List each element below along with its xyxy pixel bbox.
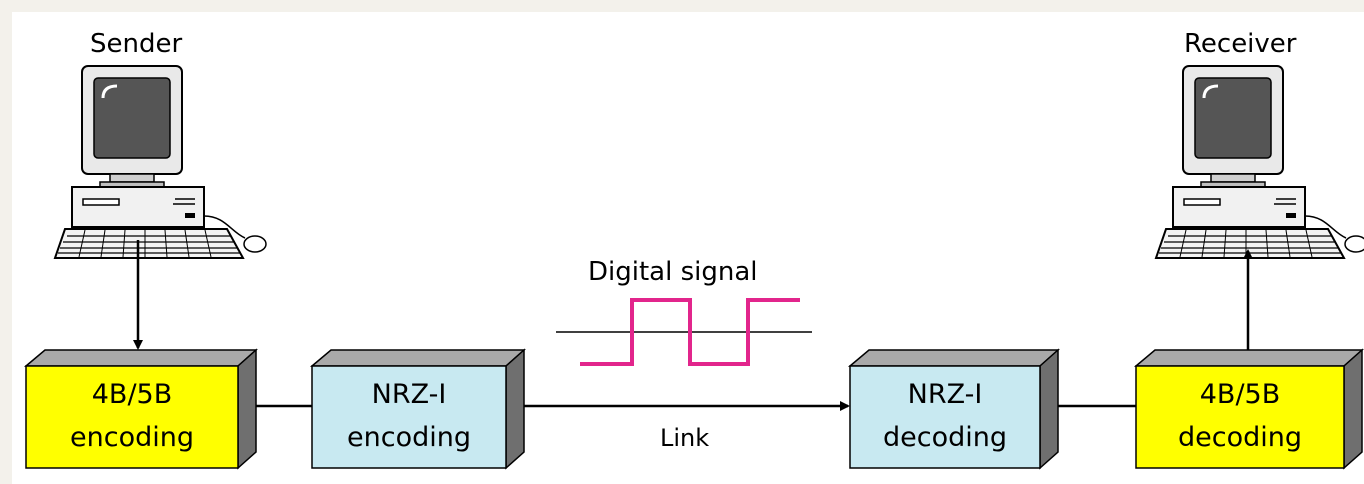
block-receiver-nrzi-line2: decoding [883,422,1007,453]
digital-signal-wave [580,298,800,366]
block-receiver-4b5b-line1: 4B/5B [1200,379,1281,410]
block-receiver-4b5b-line2: decoding [1178,422,1302,453]
computer-icon [1154,64,1364,260]
block-sender-4b5b-line1: 4B/5B [92,379,173,410]
block-sender-nrzi: NRZ-I encoding [309,348,526,470]
link-label: Link [660,424,709,452]
block-sender-4b5b-line2: encoding [70,422,194,453]
receiver-label: Receiver [1184,29,1297,59]
block-receiver-nrzi: NRZ-I decoding [847,348,1060,470]
sender-label: Sender [90,29,182,59]
block-receiver-4b5b: 4B/5B decoding [1133,348,1364,470]
block-sender-nrzi-line2: encoding [347,422,471,453]
block-sender-4b5b: 4B/5B encoding [23,348,258,470]
computer-icon [53,64,268,260]
block-receiver-nrzi-line1: NRZ-I [908,379,983,410]
digital-signal-label: Digital signal [588,257,758,287]
block-sender-nrzi-line1: NRZ-I [372,379,447,410]
